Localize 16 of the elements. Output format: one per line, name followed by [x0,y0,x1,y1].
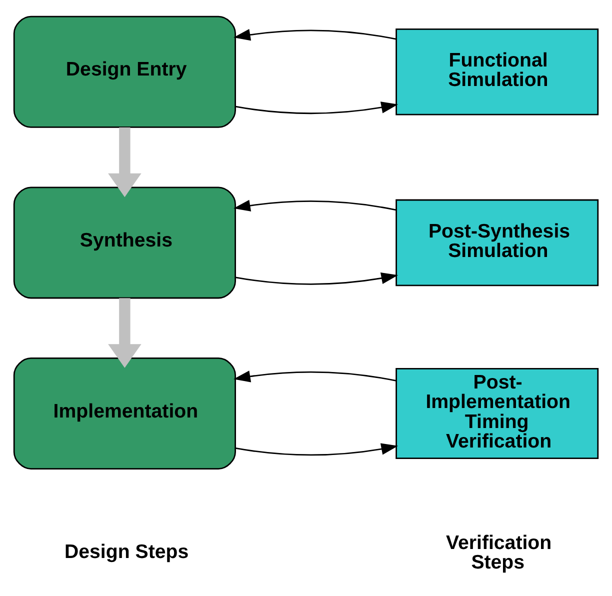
node-box: Functional Simulation [396,28,599,116]
label: Design Steps [64,540,189,563]
arrow [234,370,396,382]
node-box: Post-Synthesis Simulation [396,199,599,286]
arrow [108,127,142,198]
node-box: Implementation [13,358,236,470]
arrow [108,298,142,368]
node-box: Post-Implementation Timing Verification [396,368,599,459]
node-box: Design Entry [13,16,236,128]
label: Verification Steps [446,532,552,574]
node-box: Synthesis [13,186,236,299]
arrow [236,272,398,285]
arrow [236,443,398,456]
arrow [236,102,398,114]
arrow [234,29,396,41]
arrow [234,200,396,212]
